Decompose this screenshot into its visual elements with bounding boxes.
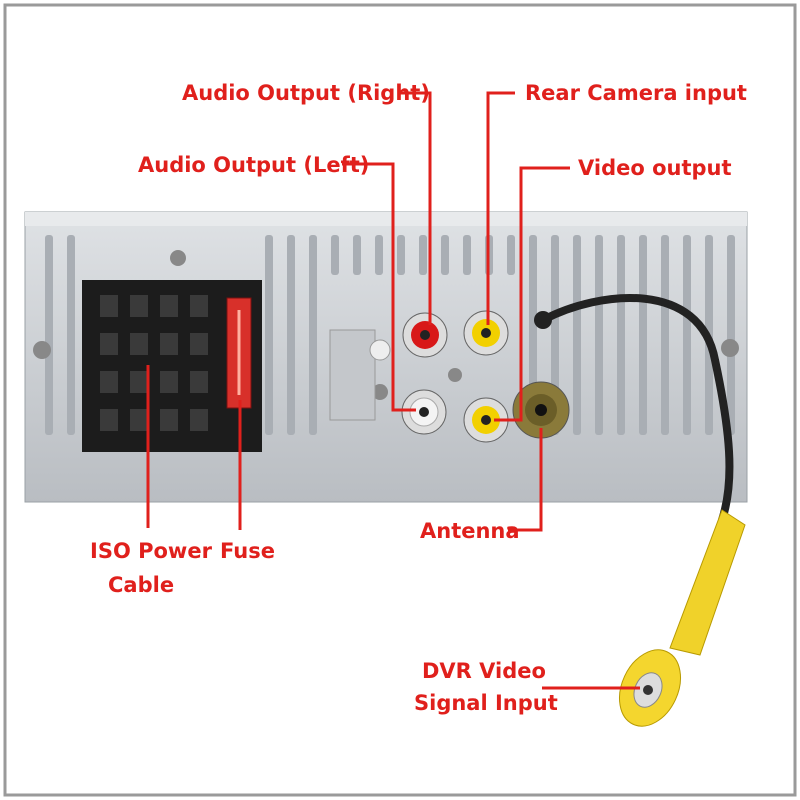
heatsink-fin [683,235,691,435]
connector-pin [100,371,118,393]
heatsink-fin [463,235,471,275]
connector-pin [190,371,208,393]
label-iso-power-line2: Cable [108,573,174,597]
heatsink-fin [661,235,669,435]
connector-pin [160,409,178,431]
screw-icon [170,250,186,266]
heatsink-fin [595,235,603,435]
screw-icon [372,384,388,400]
heatsink-fin [419,235,427,275]
heatsink-fin [639,235,647,435]
connector-pin [130,333,148,355]
heatsink-fin [287,235,295,435]
heatsink-fin [727,235,735,435]
rca-audio-left-jack [401,389,447,435]
connector-pin [190,295,208,317]
rca-audio-right-jack [402,312,448,358]
label-dvr-line1: DVR Video [422,659,546,683]
connector-pin [160,333,178,355]
label-audio-output-left: Audio Output (Left) [138,153,369,177]
heatsink-fin [617,235,625,435]
heatsink-fin [331,235,339,275]
heatsink-fin [45,235,53,435]
connector-pin [130,371,148,393]
dvr-cable [534,293,746,727]
label-fuse: Fuse [220,539,275,563]
screw-icon [721,339,739,357]
heatsink-fin [353,235,361,275]
heatsink-fin [441,235,449,275]
heatsink-fin [397,235,405,275]
heatsink-fin [67,235,75,435]
heatsink-fin [375,235,383,275]
label-audio-output-right: Audio Output (Right) [182,81,430,105]
connector-pin [130,409,148,431]
rca-rear-camera-jack [463,310,509,356]
heatsink-fin [507,235,515,275]
fuse-icon [226,297,252,409]
connector-pin [190,333,208,355]
rca-video-output-jack [463,397,509,443]
label-video-output: Video output [578,156,732,180]
connector-pin [160,295,178,317]
connector-pin [160,371,178,393]
screw-icon [33,341,51,359]
label-rear-camera-input: Rear Camera input [525,81,747,105]
heatsink-fin [309,235,317,435]
connector-pin [130,295,148,317]
label-antenna: Antenna [420,519,520,543]
connector-pin [100,295,118,317]
antenna-jack [512,381,570,439]
connector-pin [190,409,208,431]
leader-lines [146,91,640,690]
rear-panel [24,211,748,503]
label-iso-power-line1: ISO Power [90,539,213,563]
label-dvr-line2: Signal Input [414,691,558,715]
heatsink-fin [265,235,273,435]
connector-pin [100,409,118,431]
connector-pin [100,333,118,355]
screw-icon [448,368,462,382]
heatsink-fin [573,235,581,435]
